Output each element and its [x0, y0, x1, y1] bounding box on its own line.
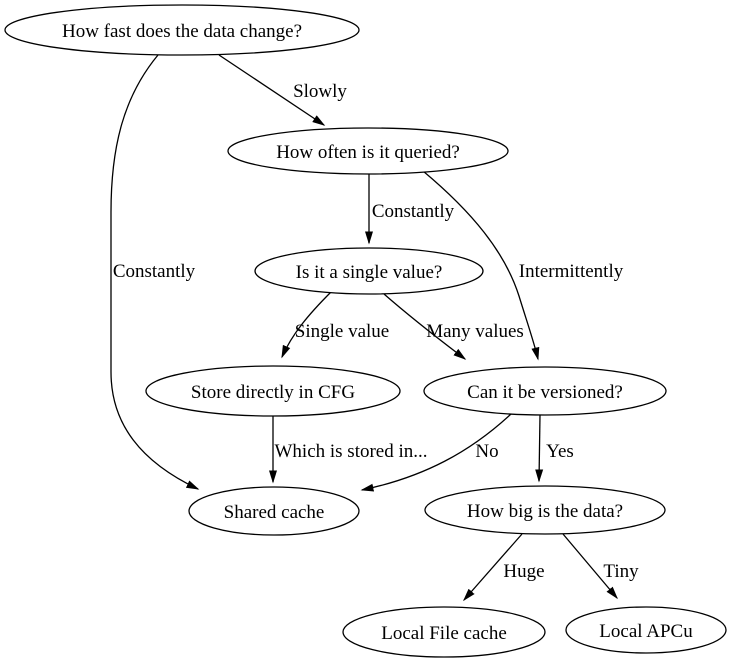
- node-ellipse: [254, 247, 484, 295]
- edge-slowly-arrow: [218, 54, 326, 126]
- node-single-value: Is it a single value?: [254, 247, 484, 295]
- edge-tiny-arrow: [562, 533, 618, 600]
- edge-constantly-left-arrow: [110, 54, 200, 490]
- edge-label-many-values: Many values: [426, 321, 524, 342]
- edge-yes-arrow: [535, 414, 544, 483]
- node-versioned: Can it be versioned?: [423, 366, 667, 416]
- node-label: Can it be versioned?: [467, 382, 623, 403]
- edge-label-intermittently: Intermittently: [519, 261, 624, 282]
- edge-label-single-value: Single value: [295, 321, 389, 342]
- edge-no-arrow: [360, 413, 512, 492]
- edge-label-huge: Huge: [503, 561, 544, 582]
- node-ellipse: [342, 606, 546, 658]
- edge-label-no: No: [475, 441, 498, 462]
- nodes: How fast does the data change? How often…: [4, 4, 727, 658]
- node-ellipse: [565, 606, 727, 654]
- edge-intermittently-arrow: [422, 170, 540, 361]
- edge-label-constantly-left: Constantly: [113, 261, 196, 282]
- edge-huge-arrow: [463, 533, 523, 602]
- node-label: How fast does the data change?: [62, 21, 302, 42]
- node-how-fast: How fast does the data change?: [4, 4, 360, 56]
- node-label: Is it a single value?: [296, 262, 443, 283]
- node-label: How often is it queried?: [276, 142, 460, 163]
- edges: [110, 54, 618, 602]
- edge-label-yes: Yes: [546, 441, 574, 462]
- node-label: Local File cache: [381, 623, 507, 644]
- node-label: How big is the data?: [467, 501, 623, 522]
- node-label: Shared cache: [224, 502, 325, 523]
- node-how-big: How big is the data?: [424, 485, 666, 535]
- edge-label-which-stored: Which is stored in...: [274, 441, 427, 462]
- node-ellipse: [227, 127, 509, 175]
- edge-label-constantly-mid: Constantly: [372, 201, 455, 222]
- node-local-apcu: Local APCu: [565, 606, 727, 654]
- node-label: Store directly in CFG: [191, 382, 355, 403]
- node-how-often: How often is it queried?: [227, 127, 509, 175]
- edge-single-value-arrow: [281, 291, 332, 359]
- node-ellipse: [145, 365, 401, 417]
- node-store-cfg: Store directly in CFG: [145, 365, 401, 417]
- node-ellipse: [423, 366, 667, 416]
- node-local-file: Local File cache: [342, 606, 546, 658]
- node-label: Local APCu: [599, 621, 693, 642]
- edge-many-values-arrow: [383, 293, 467, 360]
- edge-labels: Slowly Constantly Constantly Intermitten…: [113, 81, 639, 582]
- edge-label-tiny: Tiny: [603, 561, 639, 582]
- node-shared-cache: Shared cache: [188, 486, 360, 536]
- node-ellipse: [188, 486, 360, 536]
- edge-label-slowly: Slowly: [293, 81, 347, 102]
- node-ellipse: [424, 485, 666, 535]
- node-ellipse: [4, 4, 360, 56]
